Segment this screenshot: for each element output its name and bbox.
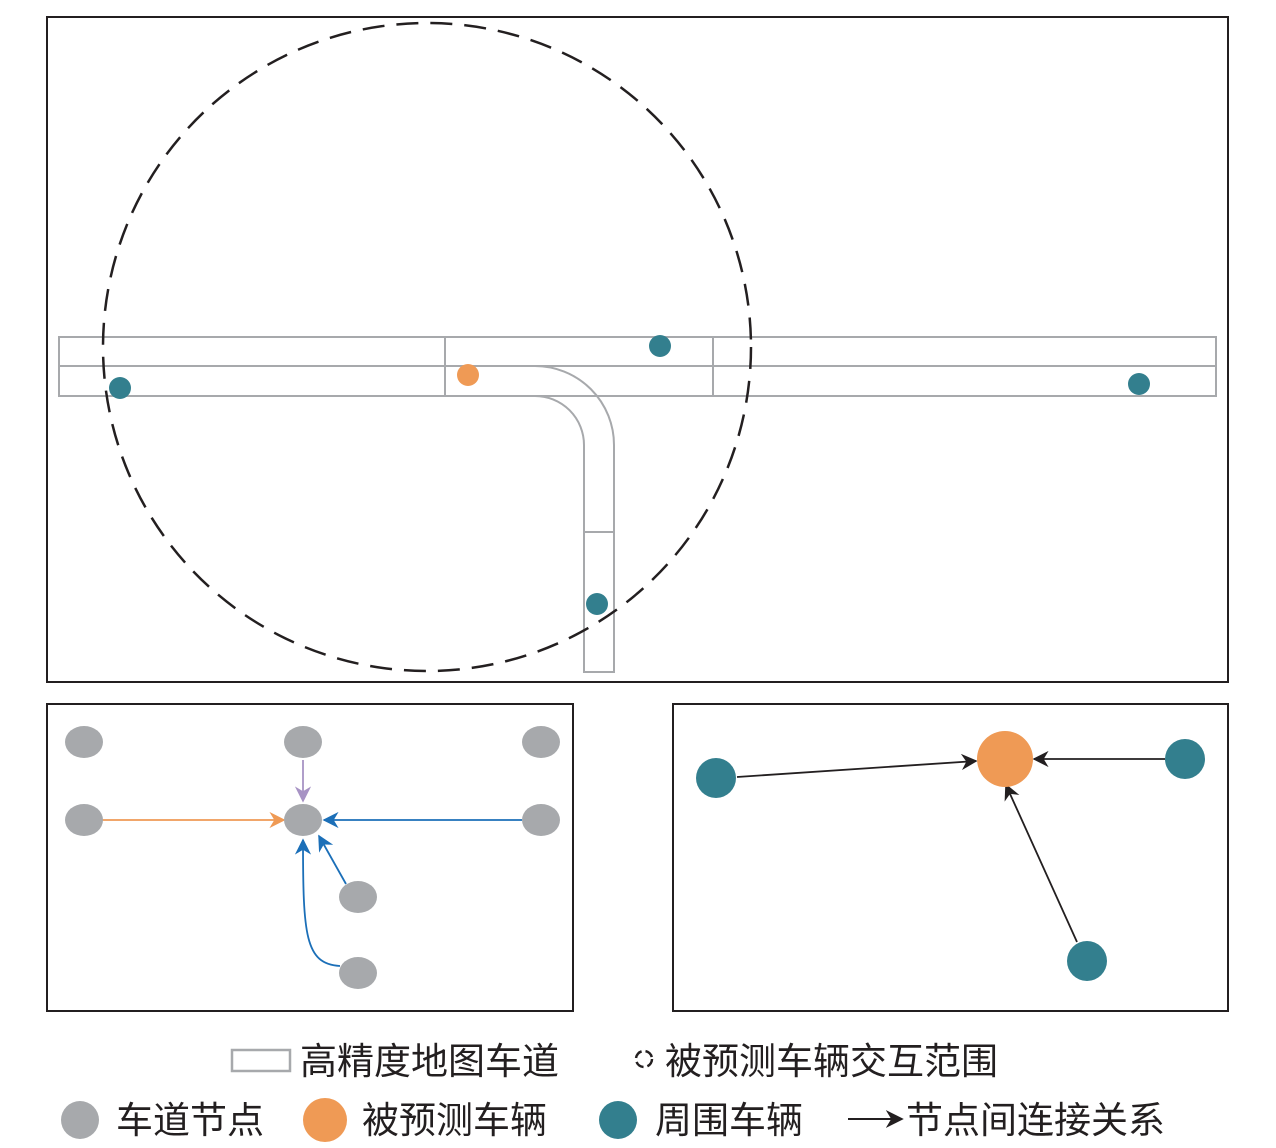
legend-interaction-range-label: 被预测车辆交互范围 bbox=[665, 1040, 998, 1083]
lane-graph-nodes bbox=[65, 726, 560, 989]
map-scene-panel bbox=[46, 16, 1229, 683]
lane-rectangle-icon bbox=[230, 1048, 292, 1073]
hd-map-lanes bbox=[58, 336, 1217, 673]
lane-node bbox=[339, 957, 377, 989]
target-vehicle-legend-icon bbox=[303, 1098, 347, 1142]
lane-node bbox=[65, 726, 103, 758]
legend: 高精度地图车道 被预测车辆交互范围 车道节点 被预测车辆 周围车辆 节点间连接关… bbox=[61, 1040, 1165, 1142]
target-vehicle bbox=[457, 364, 479, 386]
legend-lane-label: 高精度地图车道 bbox=[300, 1040, 559, 1083]
target-vehicle-node bbox=[977, 731, 1033, 787]
lane-node bbox=[522, 804, 560, 836]
lane-node-center bbox=[284, 804, 322, 836]
legend-target-vehicle-label: 被预测车辆 bbox=[362, 1099, 547, 1142]
lane-graph-frame bbox=[46, 703, 574, 1012]
lane-node bbox=[284, 726, 322, 758]
surrounding-vehicle-node bbox=[1165, 739, 1205, 779]
lane-turn-inner bbox=[534, 395, 585, 532]
edge-blue-curve bbox=[294, 838, 341, 967]
map-panel-frame bbox=[46, 16, 1229, 683]
surrounding-vehicle bbox=[1128, 373, 1150, 395]
surrounding-vehicle bbox=[649, 335, 671, 357]
surrounding-vehicle bbox=[586, 593, 608, 615]
surrounding-vehicle-node bbox=[1067, 941, 1107, 981]
vehicle-graph-edges bbox=[736, 750, 1165, 943]
dashed-circle-icon bbox=[634, 1049, 654, 1069]
vehicle-graph-frame bbox=[672, 703, 1229, 1012]
surrounding-vehicle-node bbox=[696, 758, 736, 798]
edge-blue bbox=[318, 834, 347, 885]
interaction-range-circle bbox=[101, 21, 753, 673]
surrounding-vehicle-legend-icon bbox=[599, 1101, 637, 1139]
lane-graph-edges bbox=[102, 760, 522, 967]
legend-connection-label: 节点间连接关系 bbox=[906, 1099, 1165, 1142]
lane-node bbox=[65, 804, 103, 836]
surrounding-vehicle bbox=[109, 377, 131, 399]
lane-node-legend-icon bbox=[61, 1101, 99, 1139]
edge-black bbox=[1004, 783, 1078, 943]
lane-turn-outer bbox=[534, 365, 615, 532]
lane-node bbox=[522, 726, 560, 758]
lane-graph-panel bbox=[46, 703, 574, 1012]
edge-black bbox=[736, 753, 978, 778]
lane-segment-bottom bbox=[583, 531, 615, 673]
legend-surrounding-vehicle-label: 周围车辆 bbox=[655, 1099, 803, 1142]
vehicle-graph-panel bbox=[672, 703, 1229, 1012]
lane-node bbox=[339, 881, 377, 913]
legend-lane-node-label: 车道节点 bbox=[116, 1099, 264, 1142]
